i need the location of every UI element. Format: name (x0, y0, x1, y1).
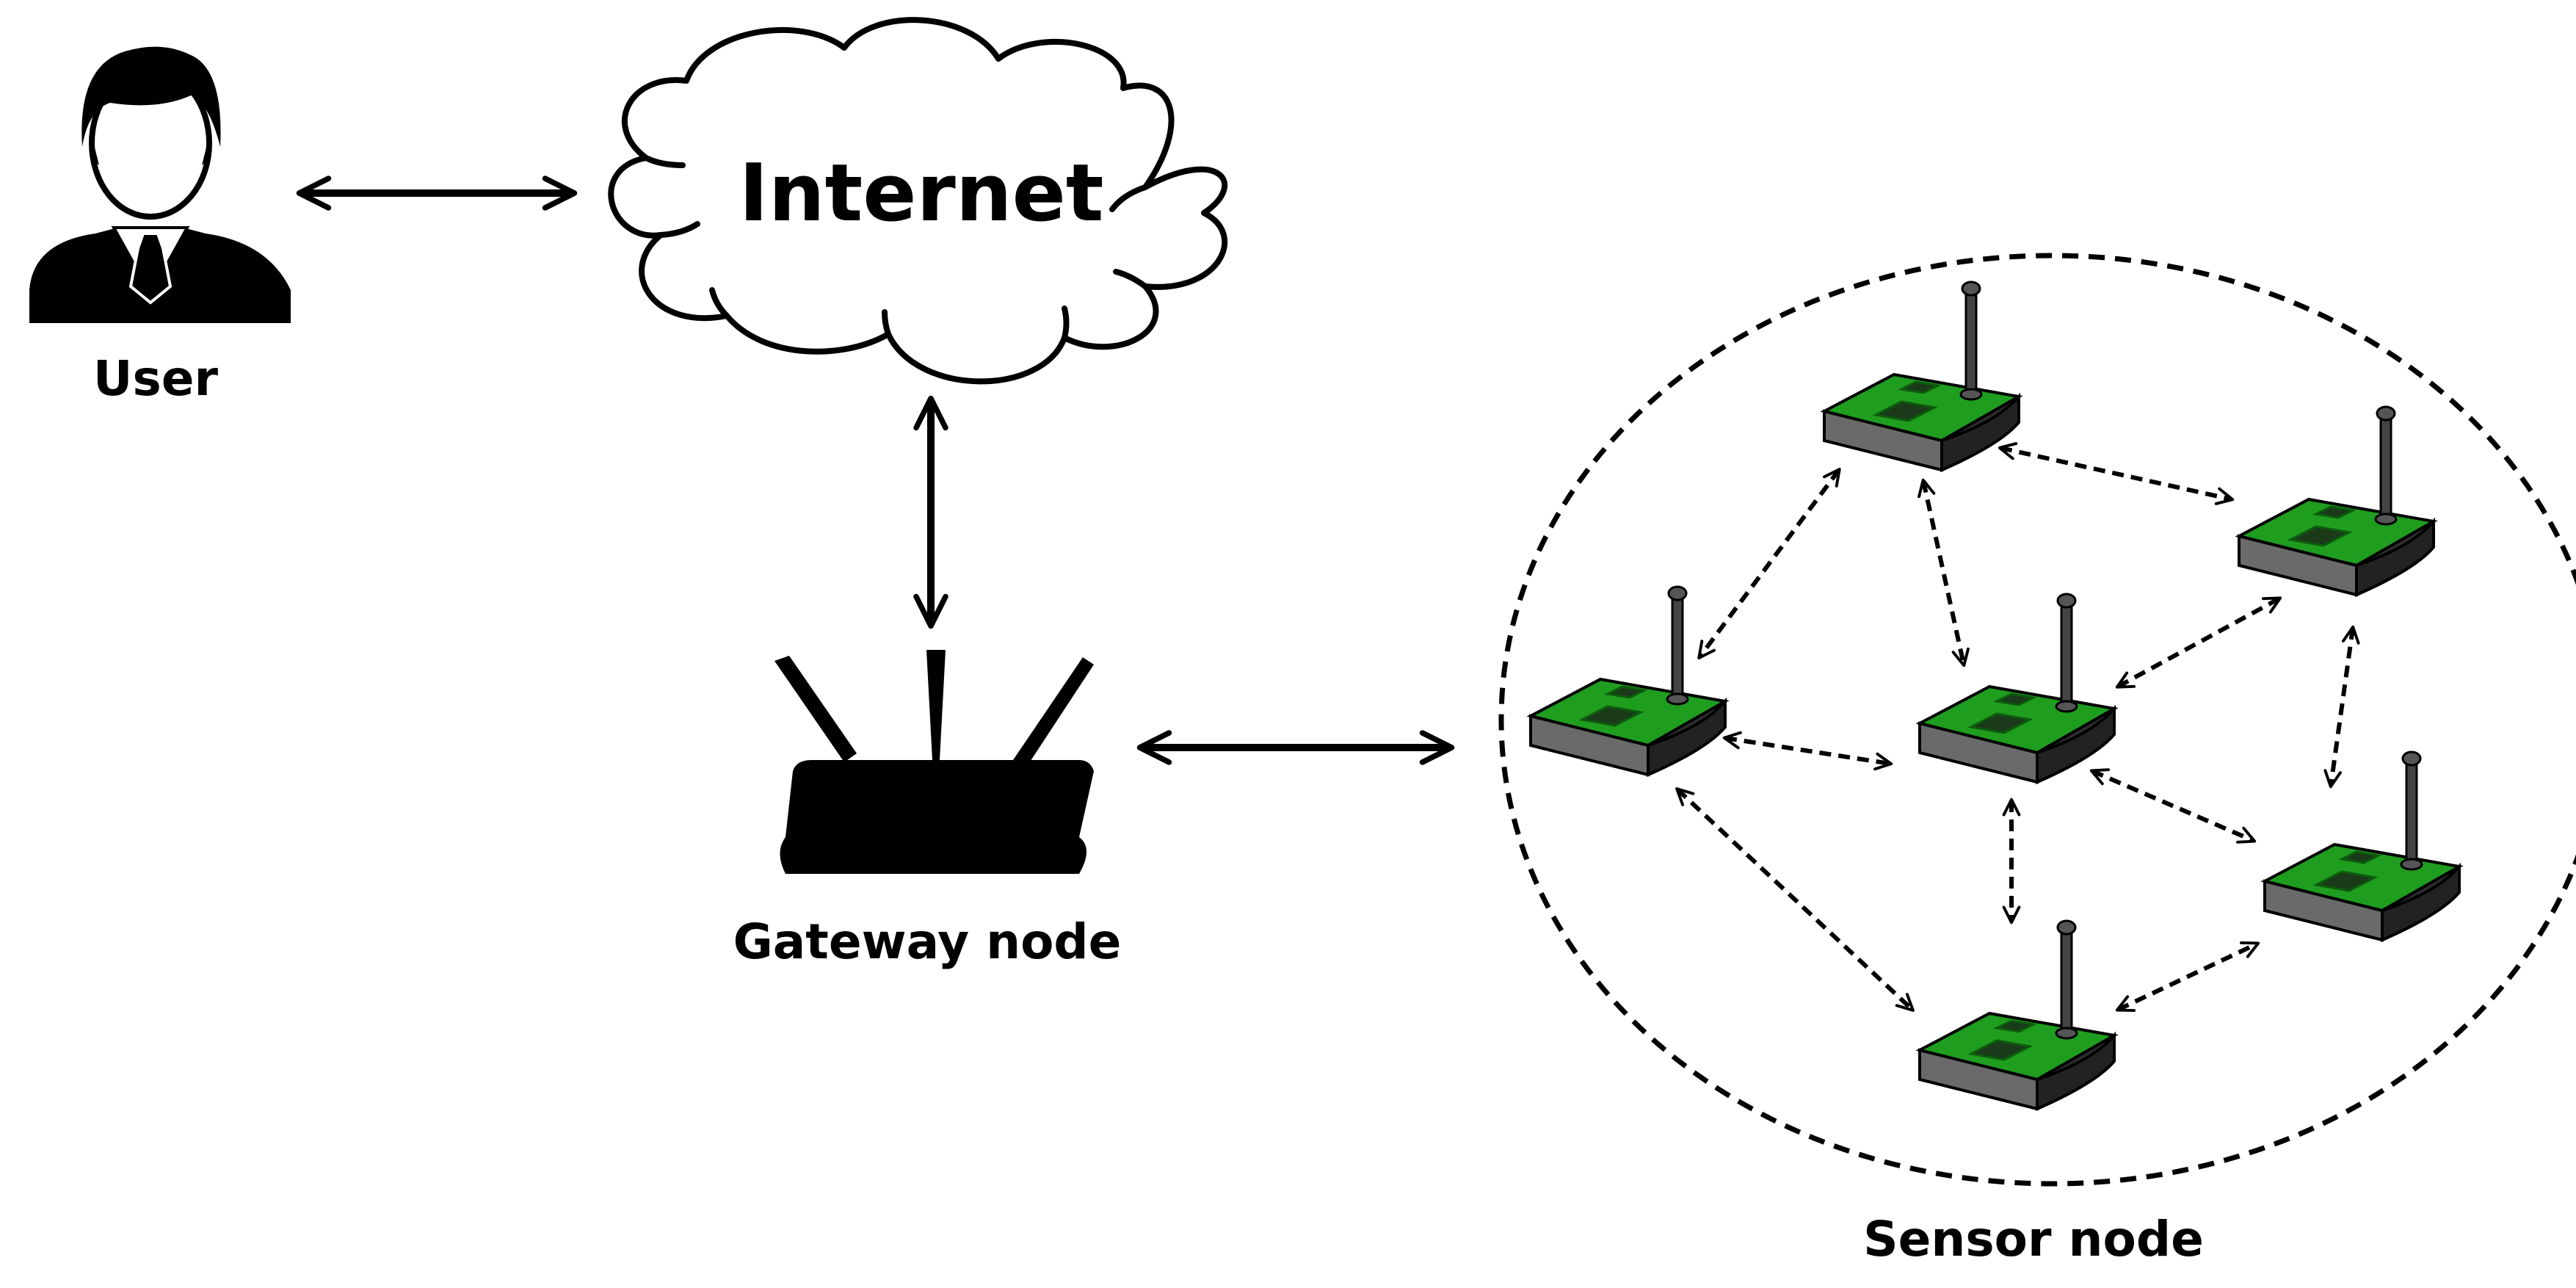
link-left-bottom (1675, 787, 1915, 1012)
cloud-icon (608, 17, 1228, 385)
link-center-lowright (2089, 768, 2257, 844)
user-label: User (93, 350, 219, 407)
sensor-node-icon-center (1918, 593, 2116, 784)
sensor-network-boundary (1498, 253, 2576, 1187)
link-bottom-lowright (2115, 941, 2260, 1013)
link-top-right (1998, 442, 2235, 505)
gateway-label: Gateway node (733, 913, 1122, 970)
sensor-label: Sensor node (1863, 1211, 2204, 1267)
sensor-node-icon-lowright (2263, 750, 2461, 941)
router-icon (774, 650, 1094, 874)
sensor-node-icon-top (1823, 281, 2020, 471)
user-icon (29, 46, 291, 323)
link-right-lowright (2323, 625, 2360, 789)
sensor-node-icon-right (2238, 405, 2435, 596)
sensor-node-icon-bottom (1918, 919, 2116, 1110)
link-top-left (1697, 468, 1841, 659)
sensor-links (1675, 442, 2360, 1013)
internet-label: Internet (739, 148, 1104, 239)
link-top-center (1918, 478, 1970, 667)
link-left-center (1722, 731, 1893, 771)
sensor-node-icon-left (1529, 585, 1727, 776)
link-center-right (2115, 596, 2282, 689)
